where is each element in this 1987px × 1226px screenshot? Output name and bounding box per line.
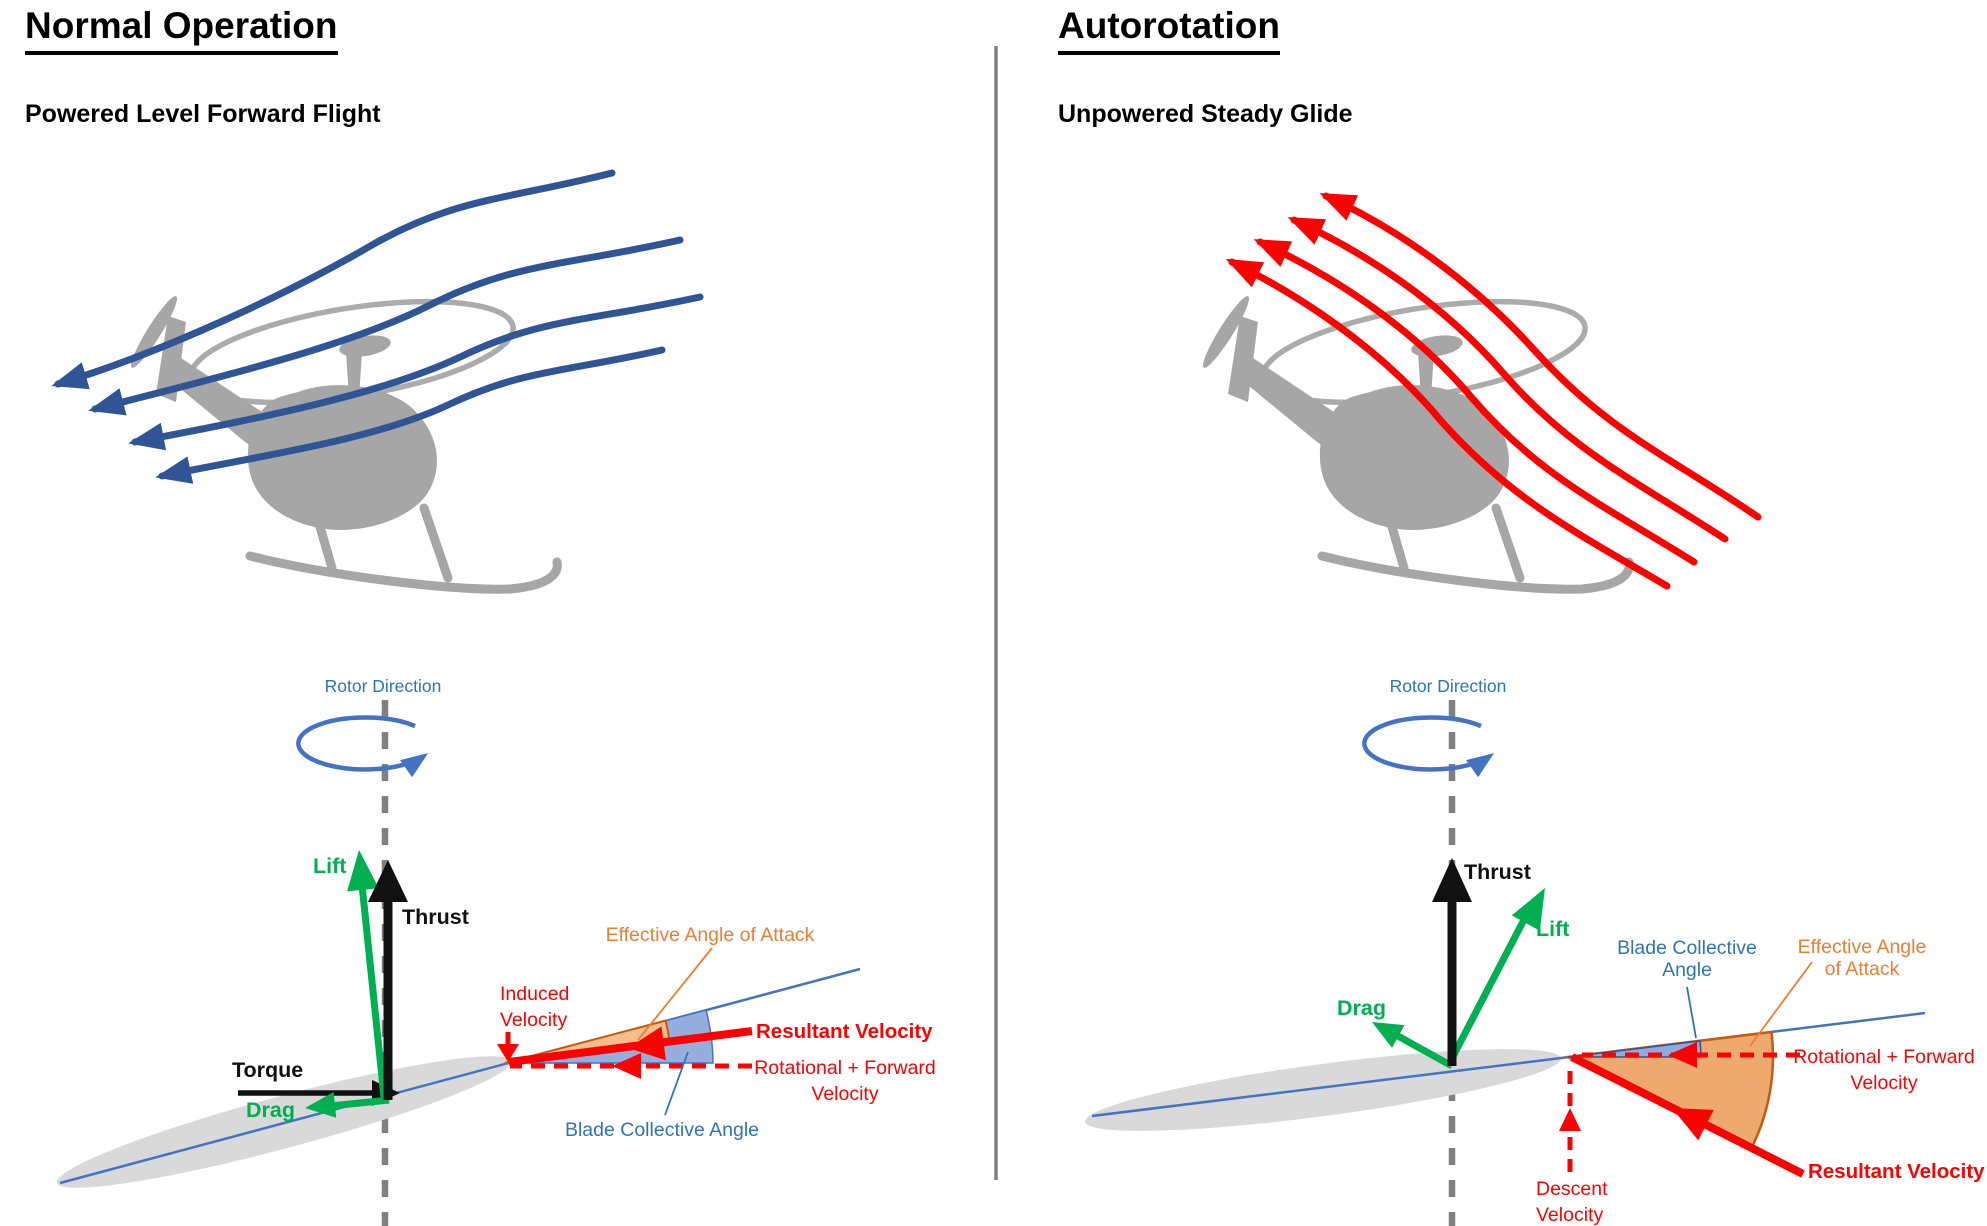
effective-aoa-leader-line [637,947,713,1041]
effective-aoa-leader-line [1749,961,1813,1047]
lift-arrow [358,884,388,1098]
left-panel-title: Normal Operation [25,5,338,55]
streamline [128,293,704,451]
rotational-forward-label: Velocity [1850,1072,1917,1094]
effective-aoa-label: of Attack [1825,958,1900,980]
arrowhead [305,1092,337,1118]
lift-label: Lift [313,854,346,878]
lift-label: Lift [1536,917,1569,941]
arrowhead [612,1053,641,1079]
streamline [1319,192,1762,521]
arrowhead [628,1026,666,1061]
drag-label: Drag [1337,996,1386,1020]
blade-airfoil [1085,1049,1561,1131]
drag-arrow [1396,1032,1454,1070]
right-panel-graphics: Rotor Direction [1085,192,1985,1226]
thrust-label: Thrust [1464,860,1531,884]
induced-velocity-label: Induced [500,983,569,1005]
descent-velocity-label: Descent [1536,1178,1608,1200]
rotational-forward-label: Rotational + Forward [1793,1046,1975,1068]
arrowhead [497,1044,519,1062]
arrowhead [347,850,379,892]
rotor-rotation-arrow [1362,715,1495,778]
blade-collective-leader-line [664,1051,689,1116]
blade-collective-label: Blade Collective [1617,937,1757,959]
arrowhead [1372,1022,1405,1048]
lift-arrow [1445,910,1532,1066]
effective-aoa-wedge [1563,1030,1775,1151]
airflow-streamlines-left [51,169,704,484]
streamline [51,169,616,390]
airflow-streamlines-right [1225,192,1762,590]
arrowhead [1668,1042,1697,1068]
streamline [1253,238,1698,566]
left-panel-subtitle: Powered Level Forward Flight [25,100,381,128]
arrowhead [1559,1108,1581,1131]
resultant-velocity-label: Resultant Velocity [756,1020,933,1043]
blade-collective-label: Blade Collective Angle [565,1119,759,1141]
chord-line [1091,1011,1926,1118]
torque-label: Torque [232,1058,303,1082]
drag-arrow [329,1096,390,1110]
resultant-velocity-label: Resultant Velocity [1808,1160,1985,1183]
rotor-rotation-arrow [296,715,429,778]
streamline [1225,258,1671,590]
arrowhead [368,860,408,902]
effective-aoa-label: Effective Angle [1798,936,1927,958]
induced-velocity-label: Velocity [500,1009,567,1031]
left-panel-graphics: Rotor Direction [51,169,936,1226]
rotational-forward-label: Rotational + Forward [754,1057,936,1079]
thrust-label: Thrust [402,905,469,929]
rotational-forward-label: Velocity [811,1083,878,1105]
chord-line [59,967,861,1185]
arrowhead [1511,888,1545,931]
streamline [88,236,684,416]
right-panel-subtitle: Unpowered Steady Glide [1058,100,1353,128]
descent-velocity-label: Velocity [1536,1204,1603,1226]
streamline [1287,216,1729,543]
arrowhead [1432,858,1472,902]
drag-label: Drag [246,1098,295,1122]
blade-collective-leader-line [1686,986,1697,1039]
rotor-direction-label: Rotor Direction [1390,676,1507,696]
rotor-direction-label: Rotor Direction [325,676,442,696]
blade-collective-label: Angle [1662,959,1712,981]
effective-aoa-label: Effective Angle of Attack [606,924,815,946]
right-panel-title: Autorotation [1058,5,1280,55]
arrowhead [1672,1108,1714,1141]
streamline [155,346,666,484]
